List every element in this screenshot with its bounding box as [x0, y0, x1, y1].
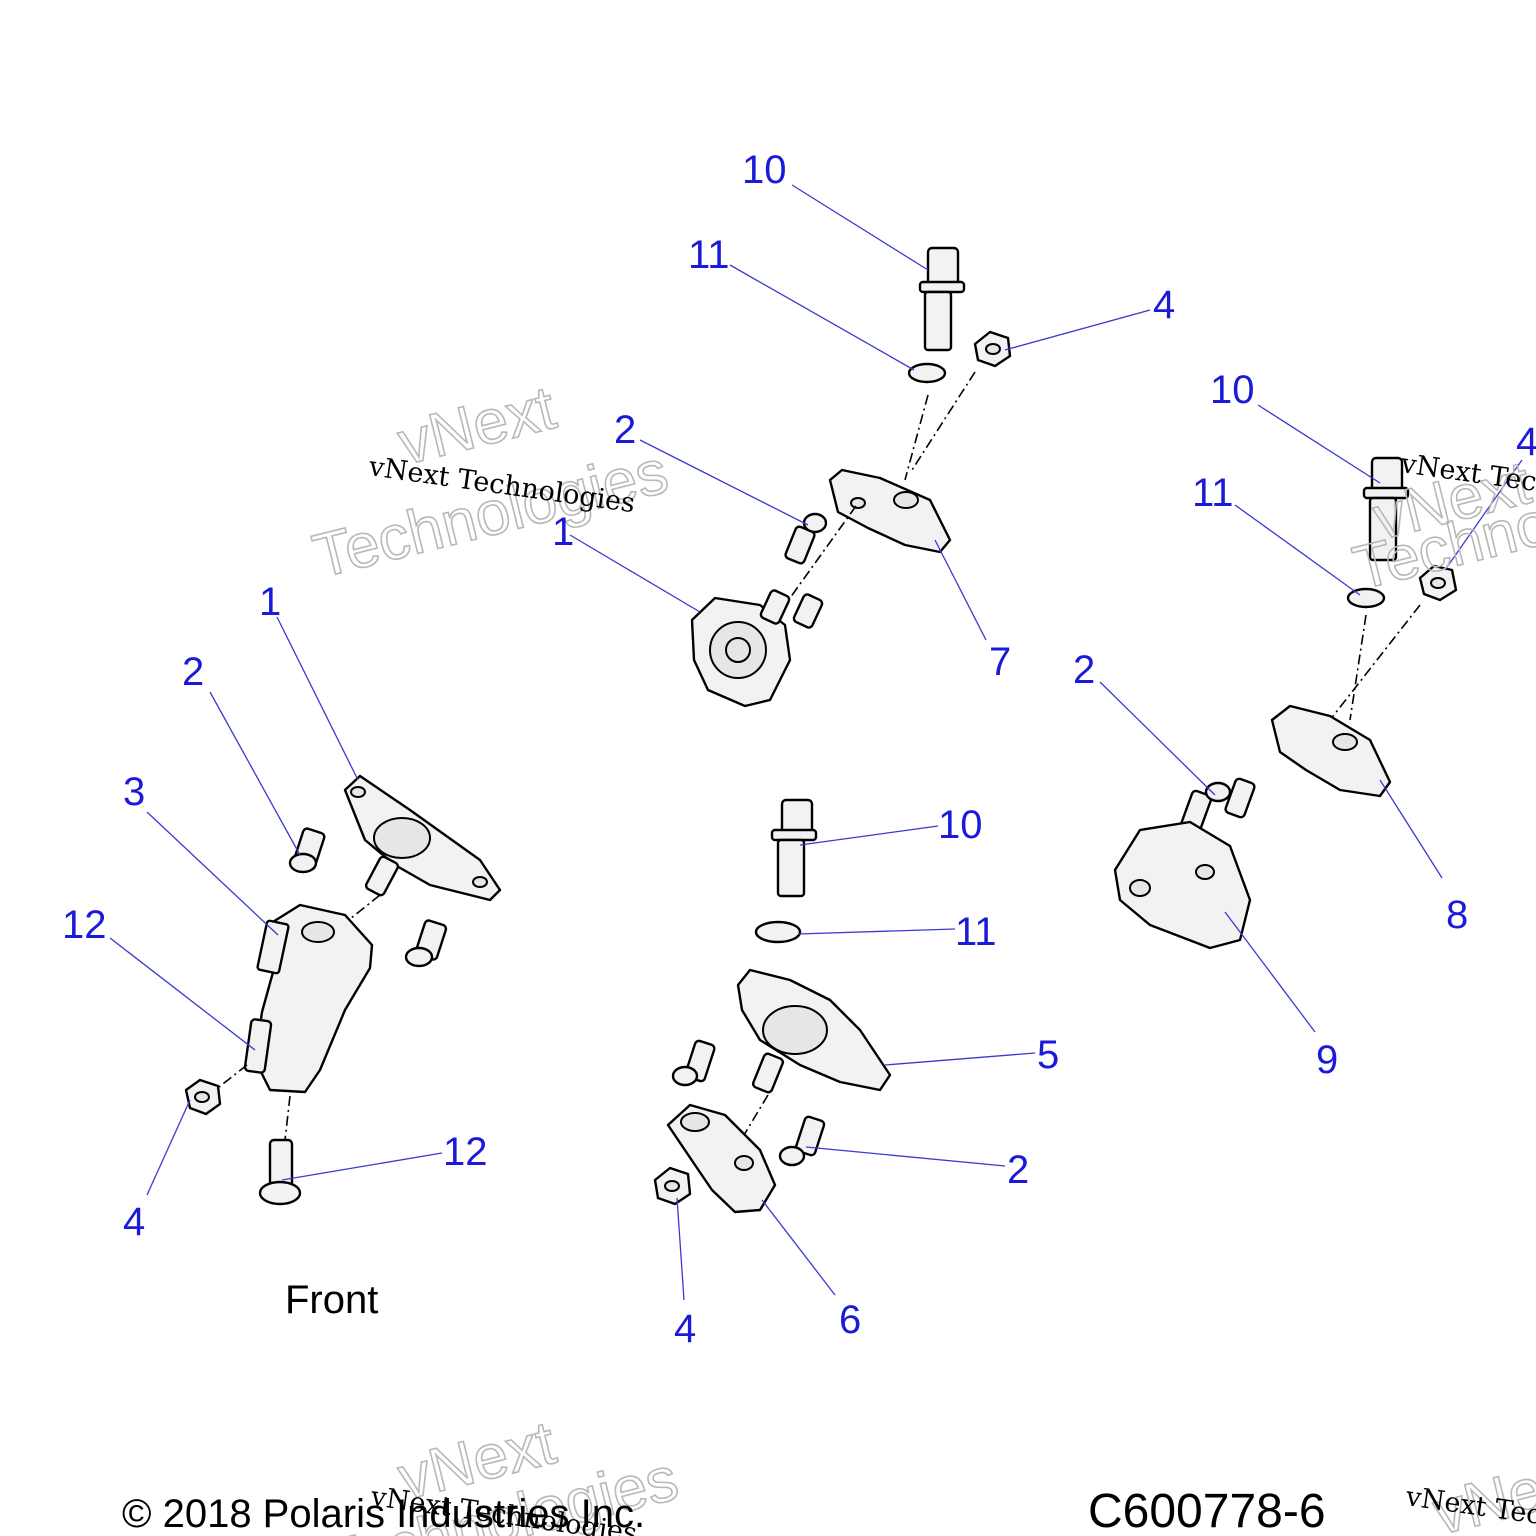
bolt-2-center-a — [671, 1039, 716, 1087]
bolt-12-bottom — [258, 1138, 302, 1206]
callout-11: 11 — [1192, 471, 1234, 515]
nut-4-left — [184, 1078, 222, 1116]
callout-1: 1 — [552, 510, 574, 554]
callout-10: 10 — [1210, 368, 1255, 412]
bolt-10-top — [918, 246, 966, 352]
callout-1: 1 — [259, 580, 281, 624]
callouts: 10 11 4 2 1 7 10 11 4 2 8 9 1 2 3 12 4 1… — [62, 148, 1536, 1351]
callout-4: 4 — [123, 1200, 145, 1244]
callout-9: 9 — [1316, 1038, 1338, 1082]
callout-2: 2 — [614, 408, 636, 452]
bolt-2-left-b — [404, 919, 448, 968]
washer-11-center — [754, 920, 802, 944]
callout-12: 12 — [62, 903, 107, 947]
callout-6: 6 — [839, 1298, 861, 1342]
callout-2: 2 — [1007, 1148, 1029, 1192]
callout-2: 2 — [1073, 648, 1095, 692]
callout-12: 12 — [443, 1130, 488, 1174]
nut-4-top — [973, 330, 1012, 368]
callout-4: 4 — [674, 1307, 696, 1351]
front-label: Front — [285, 1278, 378, 1322]
arm-3 — [253, 903, 374, 1094]
callout-4: 4 — [1516, 420, 1536, 464]
callout-10: 10 — [938, 803, 983, 847]
bolt-10-right — [1362, 456, 1410, 562]
bracket-8 — [1270, 704, 1392, 798]
nut-4-center — [653, 1166, 692, 1206]
callout-5: 5 — [1037, 1033, 1059, 1077]
mount-1-top — [690, 589, 824, 708]
nut-4-right — [1418, 564, 1458, 602]
leader-lines — [109, 184, 1523, 1301]
callout-3: 3 — [123, 770, 145, 814]
callout-10: 10 — [742, 148, 787, 192]
bolt-10-center — [770, 798, 818, 898]
bolt-2-left — [288, 827, 326, 874]
callout-7: 7 — [989, 640, 1011, 684]
mount-1-left — [343, 774, 502, 902]
mount-5 — [736, 968, 892, 1094]
callout-2: 2 — [182, 650, 204, 694]
copyright-text: © 2018 Polaris Industries Inc. — [122, 1492, 645, 1536]
bracket-7 — [828, 468, 952, 554]
plate-9 — [1113, 820, 1252, 950]
callout-11: 11 — [688, 233, 730, 277]
callout-8: 8 — [1446, 893, 1468, 937]
figure-id: C600778-6 — [1088, 1485, 1326, 1536]
bolt-2-top — [784, 512, 828, 565]
callout-11: 11 — [955, 910, 997, 954]
bolt-2-center-b — [778, 1115, 826, 1167]
washer-11-top — [907, 362, 947, 384]
callout-4: 4 — [1153, 283, 1175, 327]
bushing-6 — [666, 1103, 777, 1214]
